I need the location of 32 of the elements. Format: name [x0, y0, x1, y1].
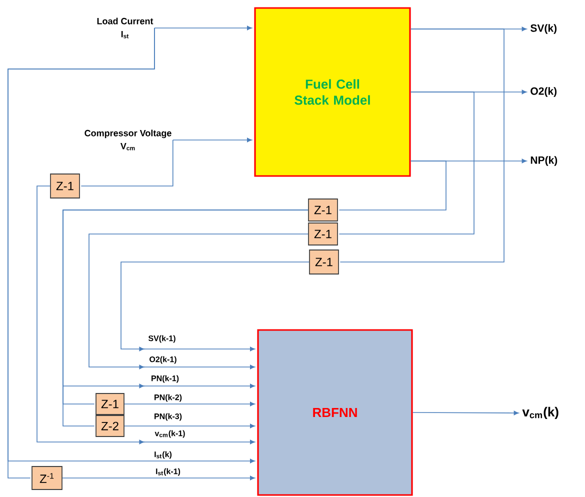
network-box: RBFNN: [257, 329, 413, 496]
arrow: [62, 476, 255, 480]
edge-label: I$_{st}$(k): [154, 451, 172, 459]
arrow: [120, 262, 310, 352]
delay-box: Z-1: [308, 198, 338, 222]
arrow: [124, 402, 255, 406]
delay-box: Z-1: [96, 393, 124, 415]
output-label: v$_{cm}$(k): [522, 406, 558, 420]
edge-label: v$_{cm}$(k-1): [154, 430, 185, 438]
delay-box: Z-2: [96, 415, 124, 437]
input-label: Compressor Voltage V$_{cm}$: [84, 130, 172, 150]
delay-box: Z$^{-1}$: [32, 466, 62, 490]
edge-label: SV(k-1): [148, 335, 176, 343]
model-box: Fuel Cell Stack Model: [254, 7, 411, 177]
arrow: [412, 410, 519, 416]
output-label: O2(k): [530, 87, 557, 97]
arrow: [154, 26, 252, 30]
edge-label: PN(k-3): [154, 413, 182, 421]
input-label: Load Current I$_{st}$: [97, 18, 154, 38]
edge-label: PN(k-1): [152, 375, 179, 383]
arrow: [36, 186, 255, 444]
arrow: [88, 234, 308, 370]
delay-box: Z-1: [50, 174, 80, 198]
arrow: [124, 424, 255, 428]
edge-label: O2(k-1): [150, 356, 176, 364]
edge-label: I$_{st}$(k-1): [156, 468, 180, 476]
edge-label: PN(k-2): [154, 394, 182, 402]
output-label: NP(k): [530, 156, 558, 166]
output-label: SV(k): [530, 24, 557, 34]
arrow: [172, 138, 252, 142]
delay-box: Z-1: [308, 222, 338, 246]
delay-box: Z-1: [309, 250, 339, 274]
